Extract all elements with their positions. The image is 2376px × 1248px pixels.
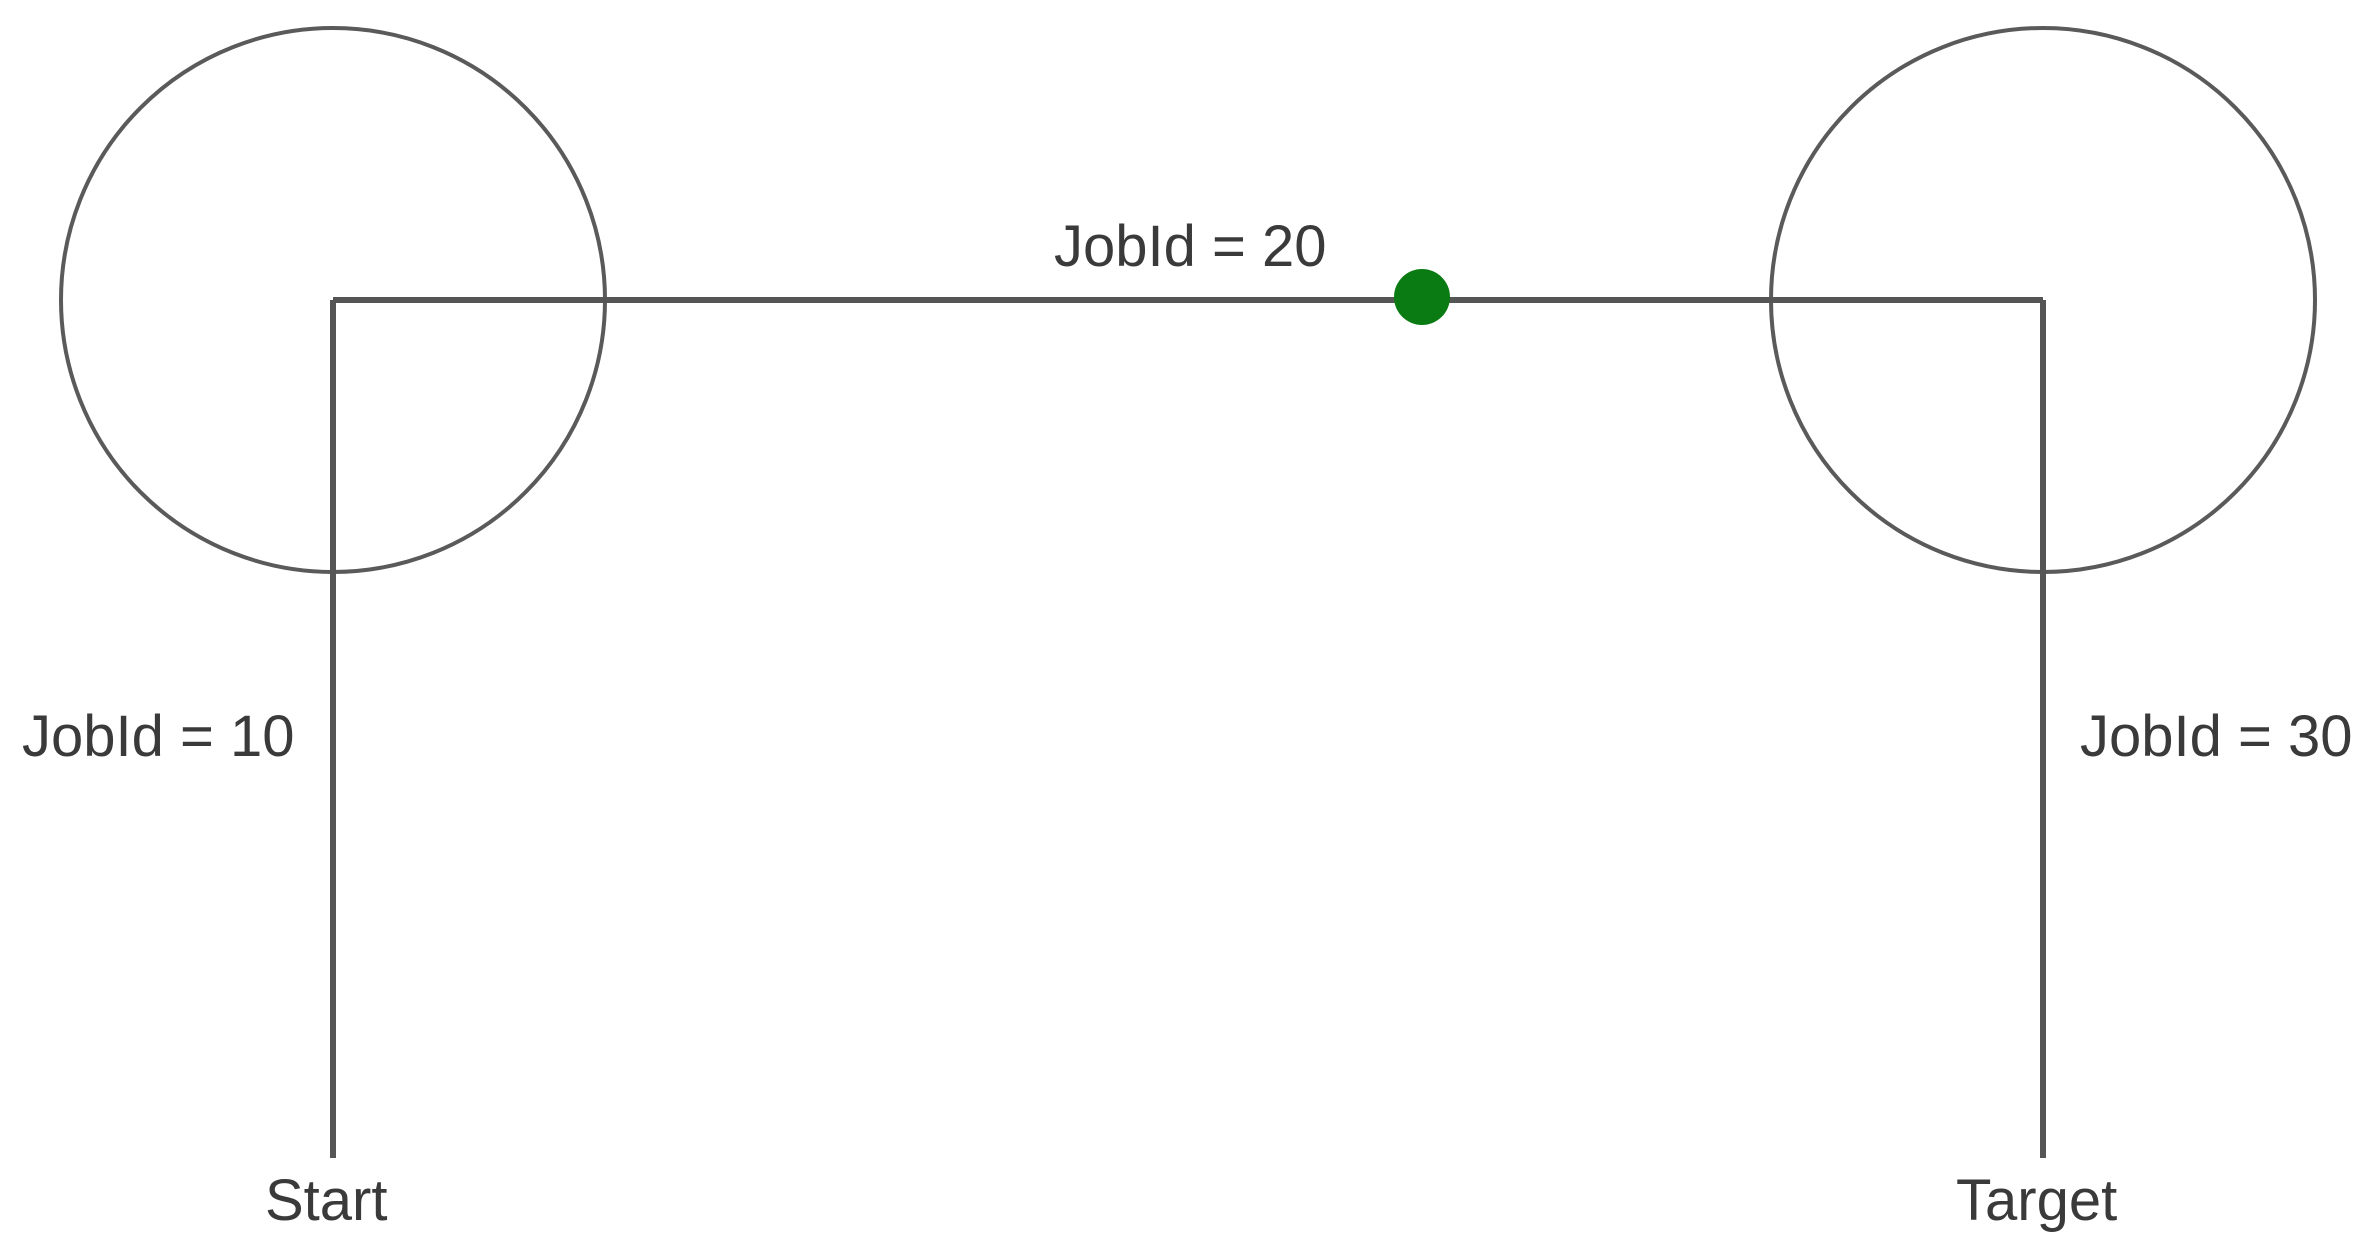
segment-jobid-20-label: JobId = 20 <box>1054 214 1327 279</box>
segment-jobid-10-label: JobId = 10 <box>22 704 295 769</box>
start-label: Start <box>265 1168 388 1233</box>
segment-jobid-30-label: JobId = 30 <box>2080 704 2353 769</box>
target-label: Target <box>1956 1168 2118 1233</box>
position-marker <box>1394 269 1450 325</box>
